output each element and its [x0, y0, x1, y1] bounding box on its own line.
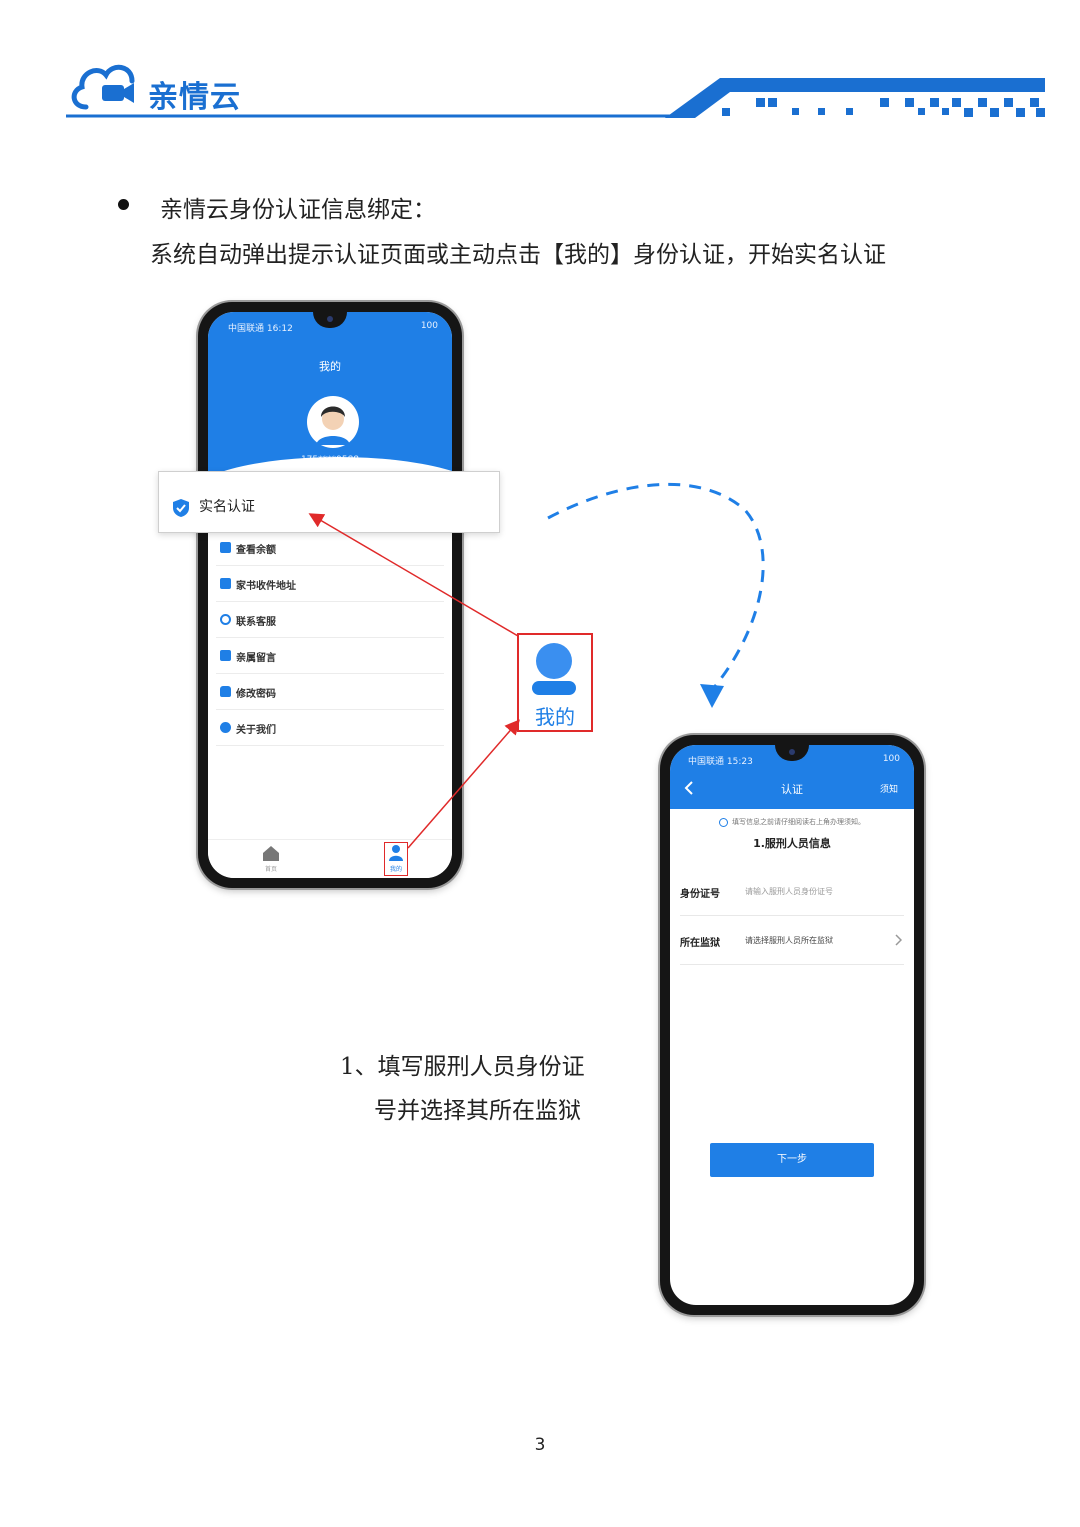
tab-bar: 首页 我的 — [208, 839, 452, 878]
chat-icon — [220, 650, 231, 661]
menu-item-password[interactable]: 修改密码 — [216, 674, 444, 710]
info-notice: 填写信息之前请仔细阅读右上角办理须知。 — [670, 817, 914, 827]
real-name-verify-label: 实名认证 — [199, 499, 255, 515]
intro-title: 亲情云身份认证信息绑定： — [160, 197, 436, 223]
header-decoration — [66, 78, 1045, 118]
user-icon — [389, 845, 403, 861]
status-battery: 100 — [420, 321, 438, 331]
tab-home[interactable]: 首页 — [256, 844, 286, 874]
camera-notch — [313, 312, 347, 328]
bullet-point — [118, 199, 129, 210]
next-step-button[interactable]: 下一步 — [710, 1143, 874, 1177]
page-number: 3 — [534, 1435, 546, 1455]
lock-icon — [220, 686, 231, 697]
intro-body: 系统自动弹出提示认证页面或主动点击【我的】身份认证，开始实名认证 — [150, 242, 886, 268]
user-icon — [532, 643, 576, 695]
phone-verify-page: 中国联通 15:23 100 认证 须知 填写信息之前请仔细阅读右上角办理须知。… — [660, 735, 924, 1315]
shield-check-icon — [173, 499, 189, 517]
back-arrow-icon[interactable] — [684, 781, 694, 795]
section-title: 1.服刑人员信息 — [753, 837, 831, 850]
status-carrier-time: 中国联通 15:23 — [688, 757, 753, 767]
notice-link[interactable]: 须知 — [879, 785, 898, 795]
home-icon — [263, 846, 279, 861]
menu-item-about[interactable]: 关于我们 — [216, 710, 444, 746]
envelope-icon — [220, 578, 231, 589]
header: 亲情云 — [0, 0, 1080, 130]
id-number-input[interactable]: 请输入服刑人员身份证号 — [745, 887, 833, 896]
chevron-right-icon — [895, 934, 902, 946]
id-number-row[interactable]: 身份证号 请输入服刑人员身份证号 — [680, 867, 904, 916]
menu-item-messages[interactable]: 亲属留言 — [216, 638, 444, 674]
wallet-icon — [220, 542, 231, 553]
phone-screen: 中国联通 15:23 100 认证 须知 填写信息之前请仔细阅读右上角办理须知。… — [670, 745, 914, 1305]
menu-item-balance[interactable]: 查看余额 — [216, 530, 444, 566]
headset-icon — [220, 614, 231, 625]
field-label: 所在监狱 — [680, 938, 720, 949]
field-label: 身份证号 — [680, 889, 720, 900]
menu-item-support[interactable]: 联系客服 — [216, 602, 444, 638]
info-icon — [719, 817, 728, 827]
status-battery: 100 — [882, 754, 900, 764]
blue-dashed-arrow — [547, 482, 765, 708]
logo-text: 亲情云 — [148, 80, 241, 115]
menu-item-letter-address[interactable]: 家书收件地址 — [216, 566, 444, 602]
tab-mine[interactable]: 我的 — [384, 842, 408, 876]
caption-line-2: 号并选择其所在监狱 — [374, 1098, 581, 1124]
info-icon — [220, 722, 231, 733]
step-caption: 1、填写服刑人员身份证 号并选择其所在监狱 — [340, 1045, 585, 1133]
cloud-camera-logo-icon — [71, 64, 135, 110]
mine-label: 我的 — [535, 705, 575, 729]
prison-row[interactable]: 所在监狱 请选择服刑人员所在监狱 — [680, 916, 904, 965]
status-carrier-time: 中国联通 16:12 — [228, 324, 293, 334]
camera-notch — [775, 745, 809, 761]
prison-select[interactable]: 请选择服刑人员所在监狱 — [745, 936, 833, 945]
mine-tab-highlight: 我的 — [517, 633, 593, 732]
caption-line-1: 1、填写服刑人员身份证 — [340, 1054, 585, 1080]
page-title: 我的 — [319, 360, 341, 373]
real-name-verify-item[interactable]: 实名认证 — [158, 471, 500, 533]
page-title: 认证 — [781, 783, 803, 796]
phone-mine-page: 中国联通 16:12 100 我的 175****9588 查看余额 家书收件地… — [198, 302, 462, 888]
phone-screen: 中国联通 16:12 100 我的 175****9588 查看余额 家书收件地… — [208, 312, 452, 878]
avatar[interactable] — [306, 395, 360, 449]
